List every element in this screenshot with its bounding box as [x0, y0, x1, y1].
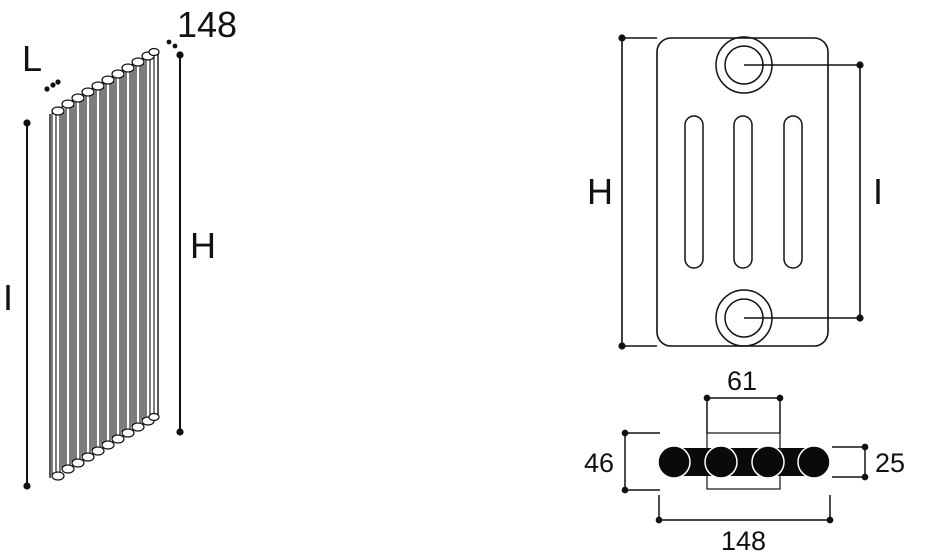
section-tubes [657, 445, 831, 479]
connecting-bar [674, 448, 814, 476]
radiator-top-caps [51, 47, 160, 116]
dimension-25 [832, 443, 869, 481]
cross-section-view: 61 46 25 148 [584, 366, 905, 555]
dimension-h-left [176, 51, 184, 436]
label-148-top: 148 [177, 4, 237, 45]
dimension-i-front [744, 61, 864, 322]
label-25: 25 [875, 448, 905, 478]
label-i-front: I [873, 171, 883, 212]
dimension-l-marks [44, 79, 61, 92]
radiator-bottom-caps [51, 412, 160, 481]
label-148-bottom: 148 [721, 526, 766, 555]
label-61: 61 [727, 366, 757, 396]
dimension-h-front [618, 34, 657, 350]
front-section-view: H I [587, 34, 883, 350]
radiator-columns [49, 52, 159, 478]
label-46: 46 [584, 448, 614, 478]
label-l: L [22, 38, 42, 79]
dimension-61 [703, 394, 784, 433]
label-h-left: H [190, 225, 216, 266]
section-slots [684, 115, 803, 269]
dimension-i-left [23, 119, 31, 490]
dimension-148-bottom [655, 495, 834, 524]
dimension-46 [621, 429, 660, 494]
dimension-depth-marks [166, 39, 178, 49]
label-h-front: H [587, 171, 613, 212]
label-i-left: I [3, 277, 13, 318]
isometric-radiator-view: I H L 148 [3, 4, 237, 490]
